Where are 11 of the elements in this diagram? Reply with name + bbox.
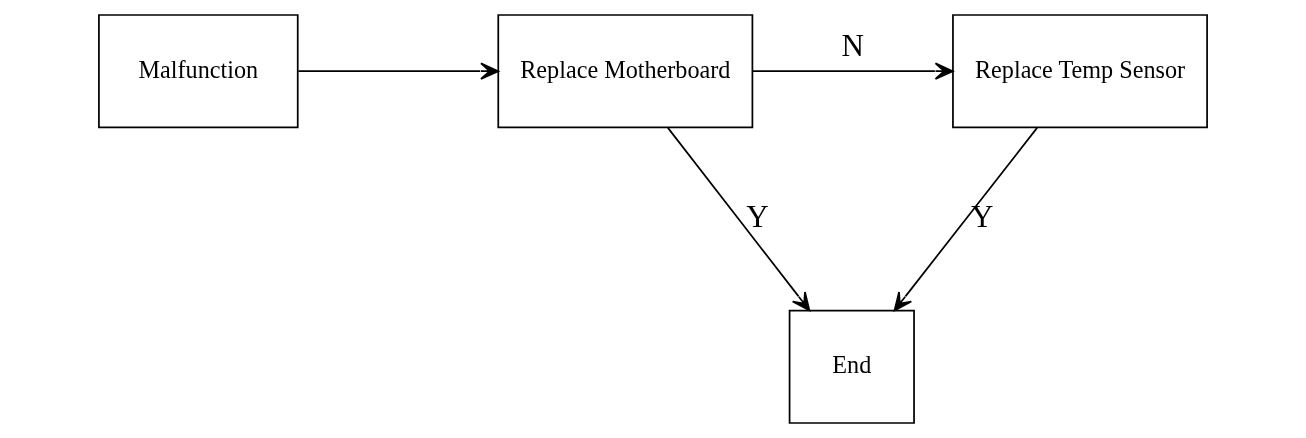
arrow [751,62,954,80]
arrow [667,127,811,312]
edge-label: N [841,28,864,64]
arrow [893,127,1038,312]
node-box: Replace Temp Sensor [952,14,1208,129]
edge-label: Y [971,198,994,234]
node-box: Replace Motherboard [497,14,754,129]
node-box: End [788,309,915,424]
arrow [297,62,500,80]
node-box: Malfunction [98,14,299,129]
edge-label: Y [746,198,769,234]
